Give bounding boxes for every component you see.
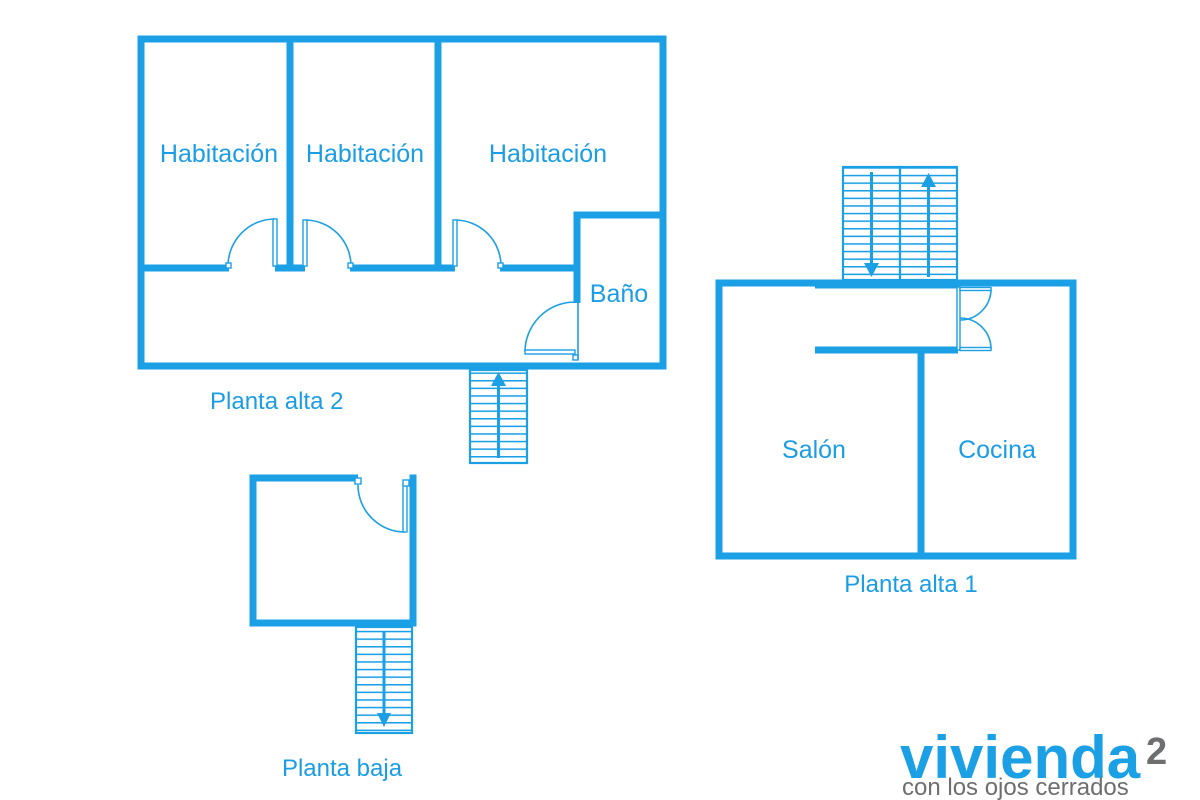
room-label-habitacion-1: Habitación: [160, 140, 278, 168]
stairs-up: [898, 165, 959, 282]
stairs-up-arrow-icon: [491, 372, 506, 458]
floor-label-planta-alta-2: Planta alta 2: [210, 388, 343, 415]
room-label-salon: Salón: [782, 436, 846, 464]
room-label-cocina: Cocina: [958, 436, 1036, 464]
door-swing-icon: [302, 219, 354, 269]
door-swing-icon: [956, 286, 992, 352]
outer-walls: [249, 474, 417, 627]
floor-planta-alta-1: Salón Cocina Planta alta 1: [715, 165, 1077, 598]
door-swing-icon: [452, 219, 504, 269]
room-label-habitacion-2: Habitación: [306, 140, 424, 168]
logo-superscript: 2: [1146, 731, 1167, 773]
stairs-down: [354, 625, 414, 735]
stairs-down-arrow-icon: [864, 172, 879, 277]
room-label-habitacion-3: Habitación: [489, 140, 607, 168]
stairs-up-arrow-icon: [921, 173, 936, 277]
stairs-down-arrow-icon: [377, 631, 391, 727]
brand-logo: vivienda 2 con los ojos cerrados: [900, 724, 1167, 800]
outer-walls: [137, 35, 667, 370]
floor-planta-baja: Planta baja: [249, 474, 417, 782]
stairs-up: [468, 368, 529, 465]
floor-label-planta-baja: Planta baja: [282, 755, 403, 782]
floor-label-planta-alta-1: Planta alta 1: [844, 571, 977, 598]
door-swing-icon: [524, 301, 579, 361]
logo-name: vivienda: [900, 724, 1141, 791]
stairs-down: [841, 165, 902, 282]
room-label-bano: Baño: [590, 280, 648, 308]
door-swing-icon: [225, 218, 278, 269]
door-swing-icon: [354, 477, 410, 533]
floor-planta-alta-2: Habitación Habitación Habitación Baño Pl…: [137, 35, 667, 465]
logo-tagline: con los ojos cerrados: [902, 774, 1129, 800]
